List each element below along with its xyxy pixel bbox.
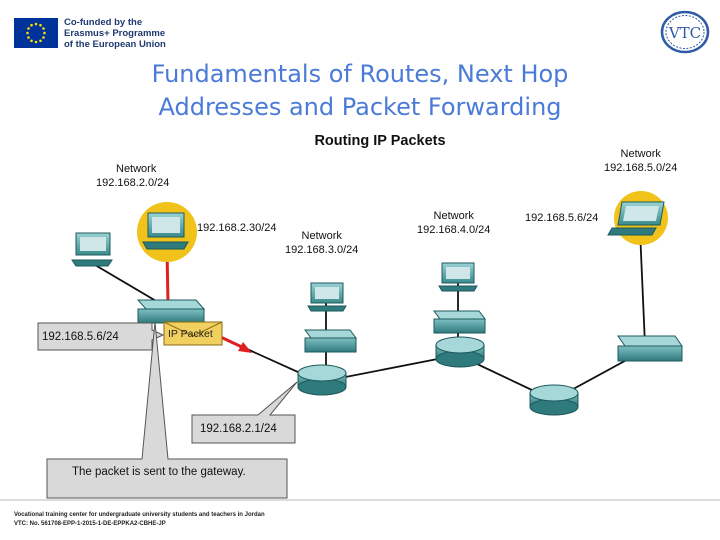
network-word: Network: [433, 210, 474, 222]
logo-text: VTC: [668, 24, 701, 42]
title-line-1: Fundamentals of Routes, Next Hop: [151, 60, 569, 88]
destination-ip-label: 192.168.5.6/24: [525, 212, 599, 224]
ip-packet-label: IP Packet: [168, 328, 213, 340]
slide-title: Fundamentals of Routes, Next Hop Address…: [60, 58, 660, 124]
pc-icon: [71, 232, 113, 267]
vtc-logo: VTC: [660, 10, 710, 54]
packet-destination-callout: 192.168.5.6/24: [42, 331, 119, 343]
network-label-4: Network 192.168.5.0/24: [604, 147, 677, 175]
title-line-2: Addresses and Packet Forwarding: [158, 93, 562, 121]
source-ip-label: 192.168.2.30/24: [197, 222, 277, 234]
network-label-2: Network 192.168.3.0/24: [285, 229, 358, 257]
footer-text: Vocational training center for undergrad…: [14, 511, 265, 529]
network-address: 192.168.5.0/24: [604, 162, 678, 174]
eu-text-line-3: of the European Union: [64, 39, 166, 50]
network-address: 192.168.4.0/24: [417, 224, 491, 236]
switch-icon: [617, 335, 683, 362]
source-pc-icon: [142, 212, 189, 250]
router-icon: [435, 336, 485, 368]
ip-packet-icon: [163, 321, 223, 346]
network-label-1: Network 192.168.2.0/24: [96, 162, 169, 190]
eu-text-line-2: Erasmus+ Programme: [64, 28, 166, 39]
switch-icon: [136, 299, 206, 324]
footer-line-1: Vocational training center for undergrad…: [14, 512, 265, 518]
eu-text-line-1: Co-funded by the: [64, 17, 143, 28]
switch-icon: [304, 329, 357, 353]
eu-flag-logo: [14, 18, 58, 48]
router-icon: [529, 384, 579, 416]
packet-destination-callout-shape: [37, 322, 165, 351]
pc-icon: [307, 282, 347, 312]
packet-arrow-icon: [238, 342, 252, 353]
gateway-callout-shape: [191, 381, 298, 444]
diagram-title: Routing IP Packets: [314, 133, 446, 149]
network-word: Network: [301, 230, 342, 242]
link-net5: [639, 229, 646, 346]
pc-icon: [438, 262, 478, 292]
network-address: 192.168.2.0/24: [96, 177, 170, 189]
network-address: 192.168.3.0/24: [285, 244, 359, 256]
switch-icon: [433, 310, 486, 334]
router-icon: [297, 364, 347, 396]
network-word: Network: [620, 148, 661, 160]
laptop-icon: [607, 201, 665, 236]
network-word: Network: [116, 163, 157, 175]
eu-funding-text: Co-funded by the Erasmus+ Programme of t…: [64, 17, 184, 50]
network-label-3: Network 192.168.4.0/24: [417, 209, 490, 237]
message-callout-shape: [46, 321, 288, 499]
gateway-callout: 192.168.2.1/24: [200, 423, 277, 435]
footer-line-2: VTC: No. 561708-EPP-1-2015-1-DE-EPPKA2-C…: [14, 521, 166, 527]
message-callout: The packet is sent to the gateway.: [72, 466, 246, 478]
eu-stars: [26, 22, 46, 44]
